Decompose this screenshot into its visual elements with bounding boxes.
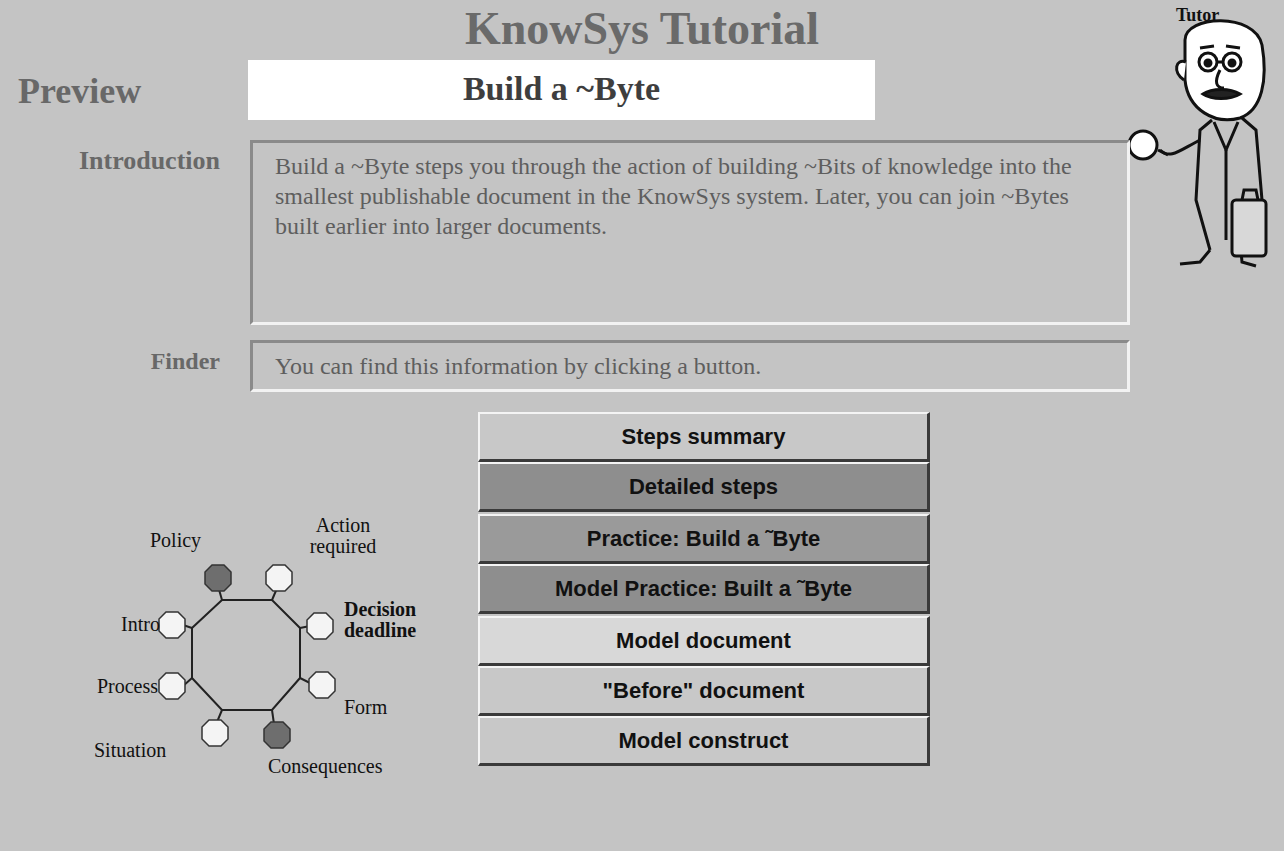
- octagon-label: Consequences: [268, 756, 428, 777]
- menu-button: Steps summary: [478, 412, 930, 462]
- labelled-panel: Preview Build a ~Byte: [18, 60, 875, 120]
- button-label: Practice: Build a ˜Byte: [587, 526, 821, 552]
- panel-box: Build a ~Byte steps you through the acti…: [250, 140, 1130, 325]
- panel-text: Build a ~Byte steps you through the acti…: [275, 151, 1107, 241]
- menu-button: Practice: Build a ˜Byte: [478, 514, 930, 564]
- panel-heading: Finder: [30, 348, 220, 375]
- menu-button: Model Practice: Built a ˜Byte: [478, 564, 930, 614]
- panel-heading: Preview: [18, 70, 208, 112]
- octagon-label: Form: [344, 697, 414, 718]
- octagon-figure: [183, 586, 312, 724]
- menu-button: Detailed steps: [478, 462, 930, 512]
- labelled-panel: Introduction Build a ~Byte steps you thro…: [30, 140, 1130, 325]
- panel-box: Build a ~Byte: [248, 60, 875, 120]
- octagon-dots: [159, 565, 335, 748]
- page-title: KnowSys Tutorial: [0, 2, 1284, 55]
- octagon-label: Intro: [104, 614, 160, 635]
- octagon-label: Situation: [94, 740, 204, 761]
- panel-box: You can find this information by clickin…: [250, 340, 1130, 392]
- button-label: Model document: [616, 628, 791, 654]
- tutor-cartoon: [1129, 21, 1266, 266]
- button-label: "Before" document: [603, 678, 805, 704]
- button-label: Steps summary: [622, 424, 786, 450]
- button-label: Detailed steps: [629, 474, 778, 500]
- menu-button: Model construct: [478, 716, 930, 766]
- labelled-panel: Finder You can find this information by c…: [30, 340, 1130, 392]
- octagon-label: Process: [48, 676, 158, 697]
- octagon-label: Action required: [298, 515, 388, 557]
- octagon-label: Decision deadline: [344, 599, 454, 641]
- octagon-label: Policy: [150, 530, 220, 551]
- button-label: Model Practice: Built a ˜Byte: [555, 576, 852, 602]
- panel-heading: Introduction: [30, 146, 220, 176]
- button-label: Model construct: [619, 728, 789, 754]
- menu-button: Model document: [478, 616, 930, 666]
- tutor-label: Tutor: [1176, 6, 1256, 25]
- menu-button: "Before" document: [478, 666, 930, 716]
- panel-text: You can find this information by clickin…: [275, 351, 1107, 381]
- panel-text: Build a ~Byte: [258, 68, 865, 111]
